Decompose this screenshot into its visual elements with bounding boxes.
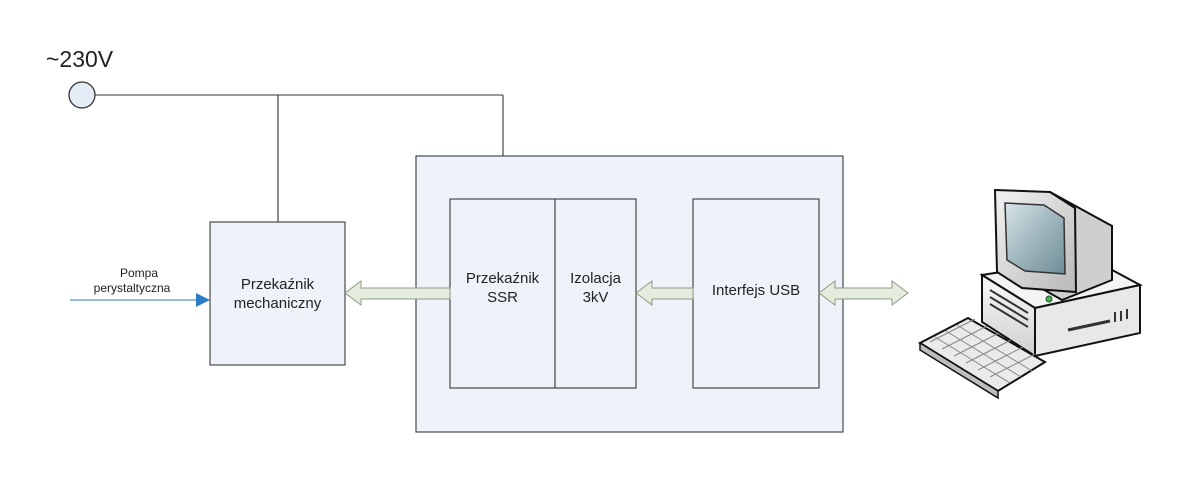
- ssr-relay-label-line1: Przekaźnik: [465, 269, 540, 287]
- ac-terminal-icon: [68, 81, 96, 109]
- isolation-label-line2: 3kV: [582, 288, 609, 306]
- mechanical-relay-block: [209, 221, 346, 366]
- usb-interface-label: Interfejs USB: [693, 199, 819, 388]
- usb-interface-label-line1: Interfejs USB: [711, 282, 801, 299]
- supply-voltage-label: ~230V: [46, 46, 114, 72]
- ssr-relay-block: [449, 198, 556, 389]
- mechanical-relay-label-line2: mechaniczny: [233, 294, 322, 312]
- pump-input-arrowhead: [196, 293, 210, 307]
- mechanical-relay-label: Przekaźnik mechaniczny: [210, 222, 345, 365]
- isolation-label: Izolacja 3kV: [555, 199, 636, 388]
- arrow-usb-to-isolation: [635, 280, 694, 306]
- isolation-label-line1: Izolacja: [570, 269, 621, 287]
- arrow-ssr-to-mechanical: [344, 280, 451, 306]
- pump-label-line2: perystaltyczna: [93, 281, 171, 295]
- desktop-computer-icon: [917, 188, 1143, 400]
- ssr-relay-label-line2: SSR: [487, 288, 518, 306]
- pump-label-line1: Pompa: [119, 266, 159, 280]
- ssr-relay-label: Przekaźnik SSR: [450, 199, 555, 388]
- arrow-usb-pc-bidirectional: [818, 280, 909, 306]
- mechanical-relay-label-line1: Przekaźnik: [240, 275, 315, 293]
